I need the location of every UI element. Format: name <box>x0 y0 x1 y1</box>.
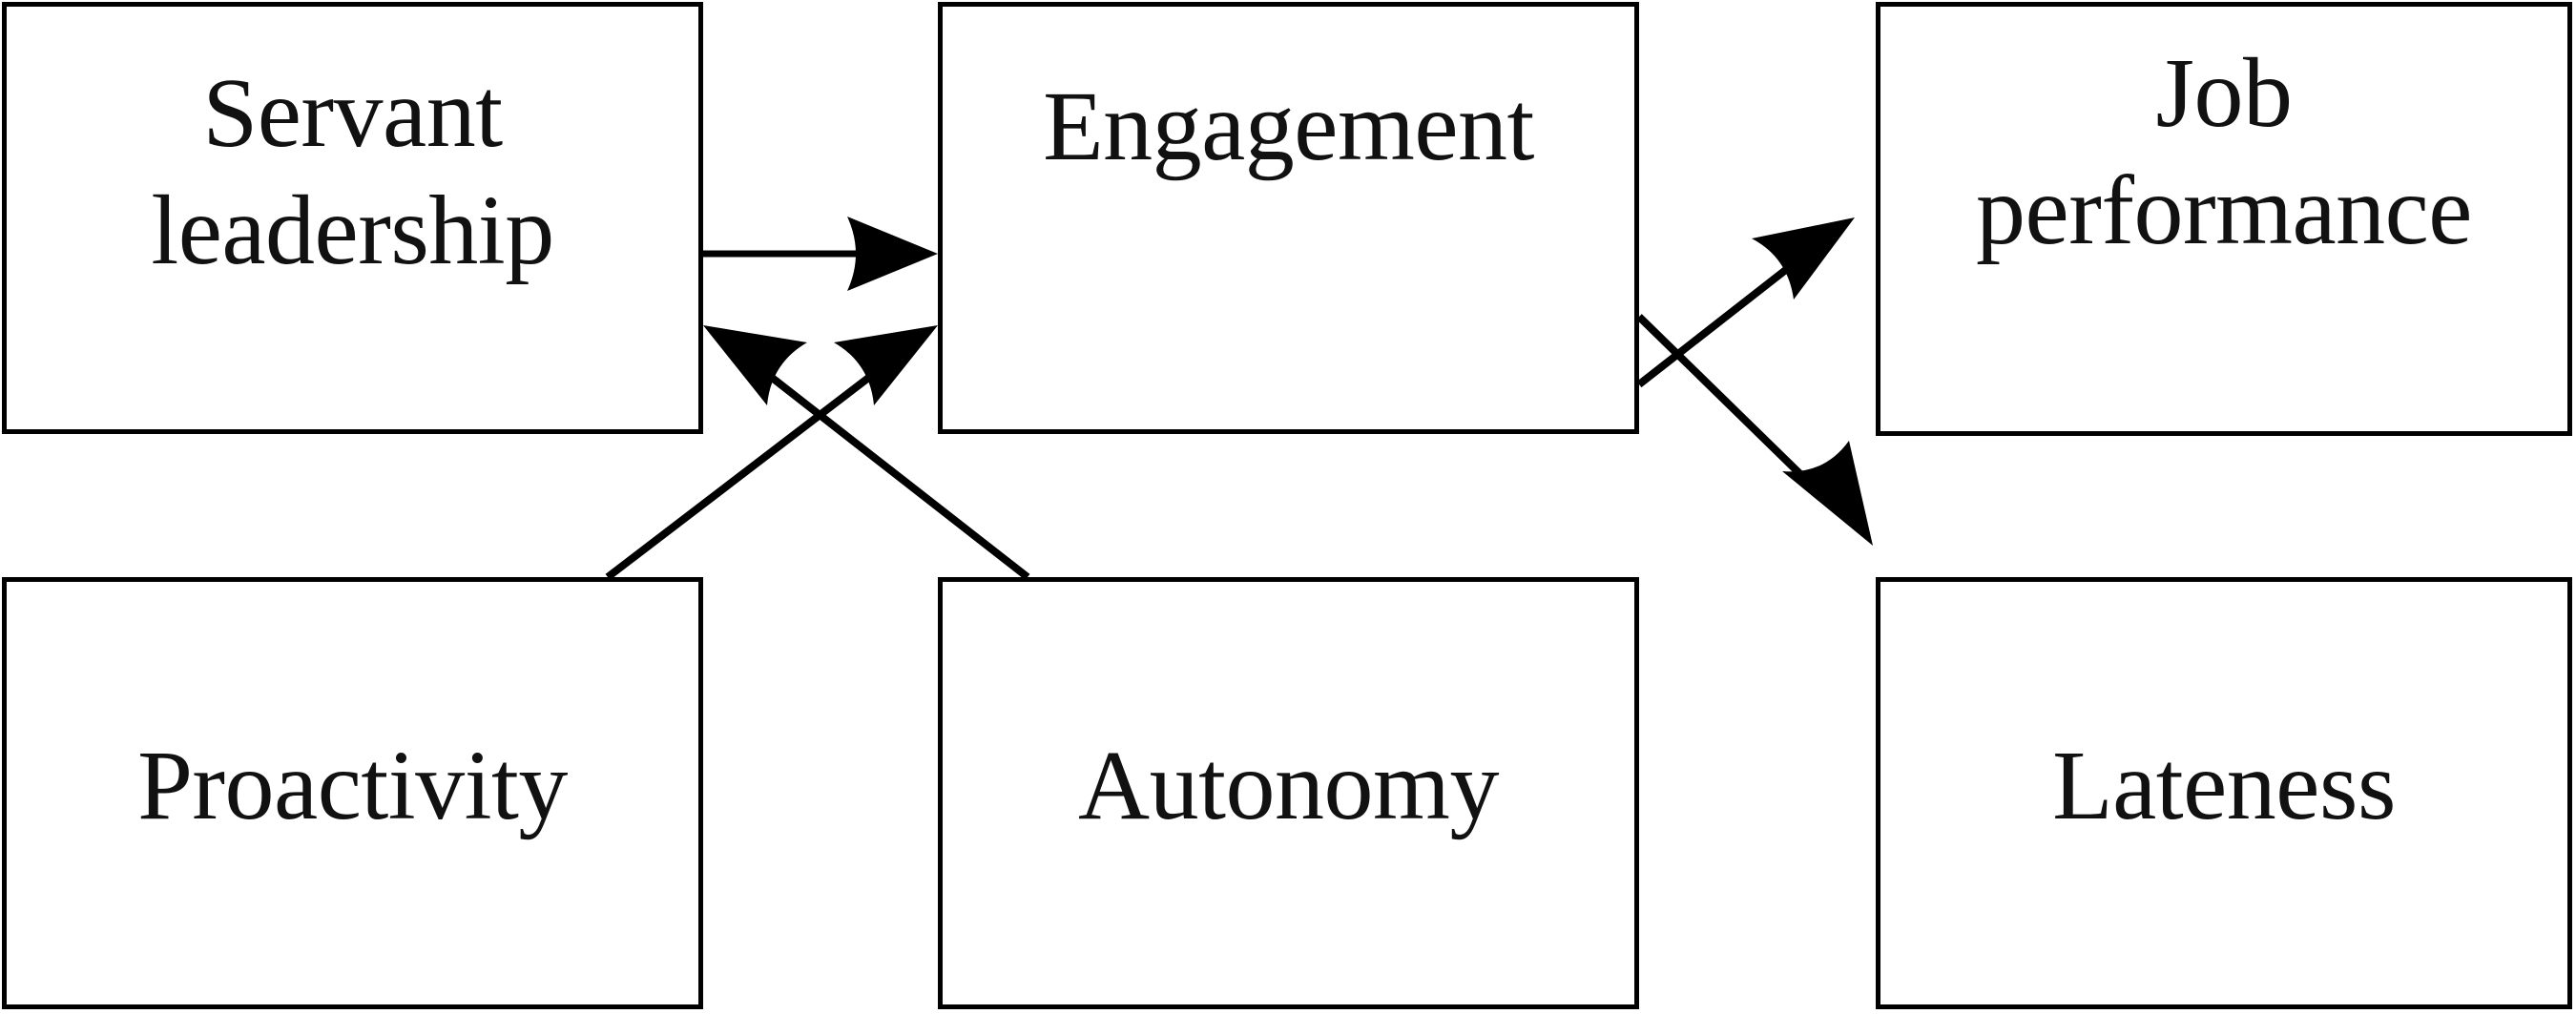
node-autonomy[interactable]: Autonomy <box>938 577 1639 1009</box>
node-engagement-label: Engagement <box>1043 72 1534 182</box>
edge-engagement-to-job-performance <box>1636 217 1855 388</box>
edge-engagement-to-lateness <box>1636 314 1873 546</box>
node-lateness[interactable]: Lateness <box>1876 577 2572 1009</box>
node-job-performance-label: Job performance <box>1976 37 2472 265</box>
node-servant-leadership-label: Servant leadership <box>151 57 554 285</box>
node-autonomy-label: Autonomy <box>1078 731 1499 841</box>
node-lateness-label: Lateness <box>2052 731 2396 841</box>
node-proactivity-label: Proactivity <box>137 731 568 841</box>
node-job-performance[interactable]: Job performance <box>1876 2 2572 436</box>
node-proactivity[interactable]: Proactivity <box>2 577 703 1009</box>
node-servant-leadership[interactable]: Servant leadership <box>2 2 703 434</box>
edge-servant-leadership-to-engagement <box>703 217 938 291</box>
node-engagement[interactable]: Engagement <box>938 2 1639 434</box>
